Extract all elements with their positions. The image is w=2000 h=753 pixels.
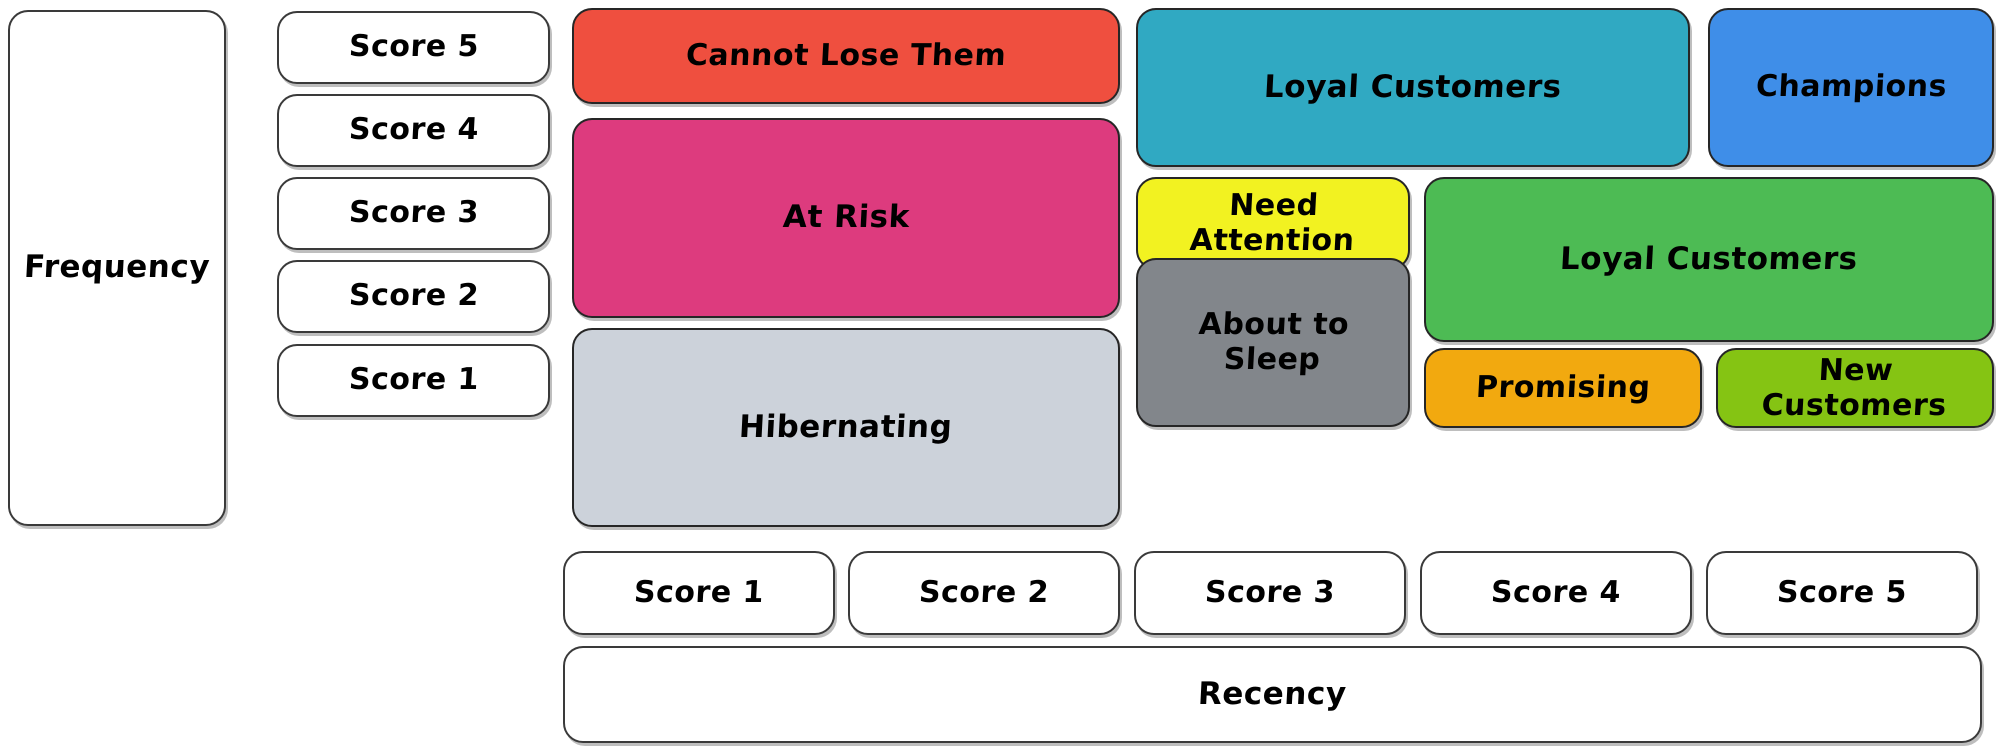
frequency-score-1-label: Score 1 bbox=[347, 362, 480, 398]
frequency-axis-text: Frequency bbox=[23, 249, 211, 286]
segment-champions[interactable]: Champions bbox=[1708, 8, 1994, 167]
frequency-score-2-label: Score 2 bbox=[347, 278, 480, 314]
frequency-score-4-label: Score 4 bbox=[347, 112, 480, 148]
recency-score-1-label: Score 1 bbox=[633, 574, 765, 610]
recency-score-3[interactable]: Score 3 bbox=[1134, 551, 1406, 635]
segment-hibernating-label: Hibernating bbox=[738, 408, 954, 445]
frequency-axis-label: Frequency bbox=[8, 10, 226, 526]
frequency-score-2[interactable]: Score 2 bbox=[277, 260, 550, 333]
segment-loyal-customers-teal-label: Loyal Customers bbox=[1263, 68, 1563, 105]
segment-promising-label: Promising bbox=[1474, 369, 1652, 405]
recency-score-4-label: Score 4 bbox=[1490, 574, 1622, 610]
segment-about-to-sleep[interactable]: About to Sleep bbox=[1136, 258, 1410, 427]
recency-score-5-label: Score 5 bbox=[1776, 574, 1908, 610]
recency-axis-text: Recency bbox=[1197, 675, 1348, 712]
frequency-score-1[interactable]: Score 1 bbox=[277, 344, 550, 417]
frequency-score-3-label: Score 3 bbox=[347, 195, 480, 231]
recency-score-5[interactable]: Score 5 bbox=[1706, 551, 1978, 635]
segment-loyal-customers-green[interactable]: Loyal Customers bbox=[1424, 177, 1994, 342]
segment-need-attention[interactable]: Need Attention bbox=[1136, 177, 1410, 270]
segment-hibernating[interactable]: Hibernating bbox=[572, 328, 1120, 527]
segment-promising[interactable]: Promising bbox=[1424, 348, 1702, 428]
segment-loyal-customers-green-label: Loyal Customers bbox=[1559, 240, 1859, 277]
segment-cannot-lose-them[interactable]: Cannot Lose Them bbox=[572, 8, 1120, 104]
recency-axis-label: Recency bbox=[563, 646, 1982, 743]
segment-champions-label: Champions bbox=[1754, 69, 1948, 105]
segment-cannot-lose-them-label: Cannot Lose Them bbox=[685, 37, 1008, 73]
recency-score-2-label: Score 2 bbox=[918, 574, 1050, 610]
frequency-score-3[interactable]: Score 3 bbox=[277, 177, 550, 250]
frequency-score-5-label: Score 5 bbox=[347, 29, 480, 65]
recency-score-3-label: Score 3 bbox=[1204, 574, 1336, 610]
segment-at-risk[interactable]: At Risk bbox=[572, 118, 1120, 318]
segment-loyal-customers-teal[interactable]: Loyal Customers bbox=[1136, 8, 1690, 167]
recency-score-2[interactable]: Score 2 bbox=[848, 551, 1120, 635]
frequency-score-4[interactable]: Score 4 bbox=[277, 94, 550, 167]
segment-new-customers-label: New Customers bbox=[1760, 352, 1948, 423]
segment-at-risk-label: At Risk bbox=[781, 199, 911, 236]
segment-need-attention-label: Need Attention bbox=[1188, 188, 1356, 258]
recency-score-1[interactable]: Score 1 bbox=[563, 551, 835, 635]
frequency-score-5[interactable]: Score 5 bbox=[277, 11, 550, 84]
recency-score-4[interactable]: Score 4 bbox=[1420, 551, 1692, 635]
segment-about-to-sleep-label: About to Sleep bbox=[1197, 307, 1351, 377]
segment-new-customers[interactable]: New Customers bbox=[1716, 348, 1994, 428]
